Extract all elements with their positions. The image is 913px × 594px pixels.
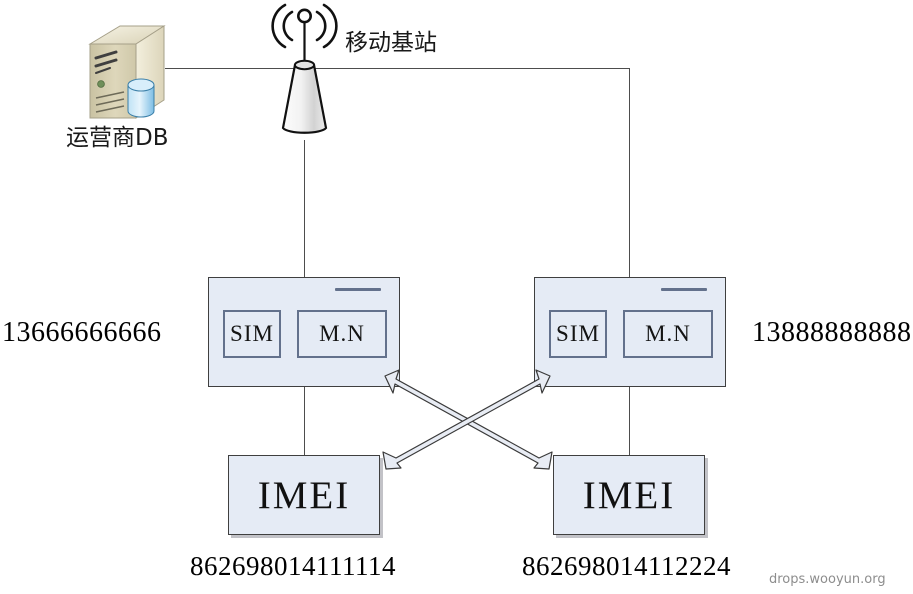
phone-box-left[interactable]: SIM M.N bbox=[208, 277, 400, 387]
line-right-phone-to-imei bbox=[629, 387, 630, 455]
base-station-label: 移动基站 bbox=[345, 30, 437, 56]
database-cylinder-icon bbox=[127, 78, 155, 118]
line-server-to-tower bbox=[165, 68, 305, 69]
imei-box-left[interactable]: IMEI bbox=[228, 455, 380, 535]
server-database-icon bbox=[88, 25, 166, 119]
phone-speaker-right bbox=[661, 288, 707, 291]
phone-number-right: 13888888888 bbox=[752, 317, 912, 348]
phone-box-right[interactable]: SIM M.N bbox=[534, 277, 726, 387]
cell-tower-icon bbox=[271, 3, 338, 134]
line-tower-to-left-phone bbox=[304, 140, 305, 278]
mn-chip-right[interactable]: M.N bbox=[623, 310, 713, 358]
imei-box-right[interactable]: IMEI bbox=[553, 455, 705, 535]
cross-arrows-group bbox=[375, 369, 560, 475]
operator-db-label: 运营商DB bbox=[66, 125, 169, 151]
imei-value-left: 862698014111114 bbox=[190, 551, 396, 581]
watermark: drops.wooyun.org bbox=[769, 572, 886, 587]
line-left-phone-to-imei bbox=[304, 387, 305, 455]
mn-chip-left[interactable]: M.N bbox=[297, 310, 387, 358]
imei-value-right: 862698014112224 bbox=[522, 551, 731, 581]
operator-db-icon-group bbox=[84, 22, 170, 128]
phone-speaker-left bbox=[335, 288, 381, 291]
line-right-branch-vertical bbox=[629, 68, 630, 278]
sim-chip-left[interactable]: SIM bbox=[223, 310, 281, 358]
sim-chip-right[interactable]: SIM bbox=[549, 310, 607, 358]
line-tower-to-right-branch bbox=[305, 68, 630, 69]
base-station-icon-group bbox=[268, 0, 344, 145]
arrow-right-phone-to-left-imei bbox=[382, 369, 551, 470]
phone-number-left: 13666666666 bbox=[2, 317, 162, 348]
